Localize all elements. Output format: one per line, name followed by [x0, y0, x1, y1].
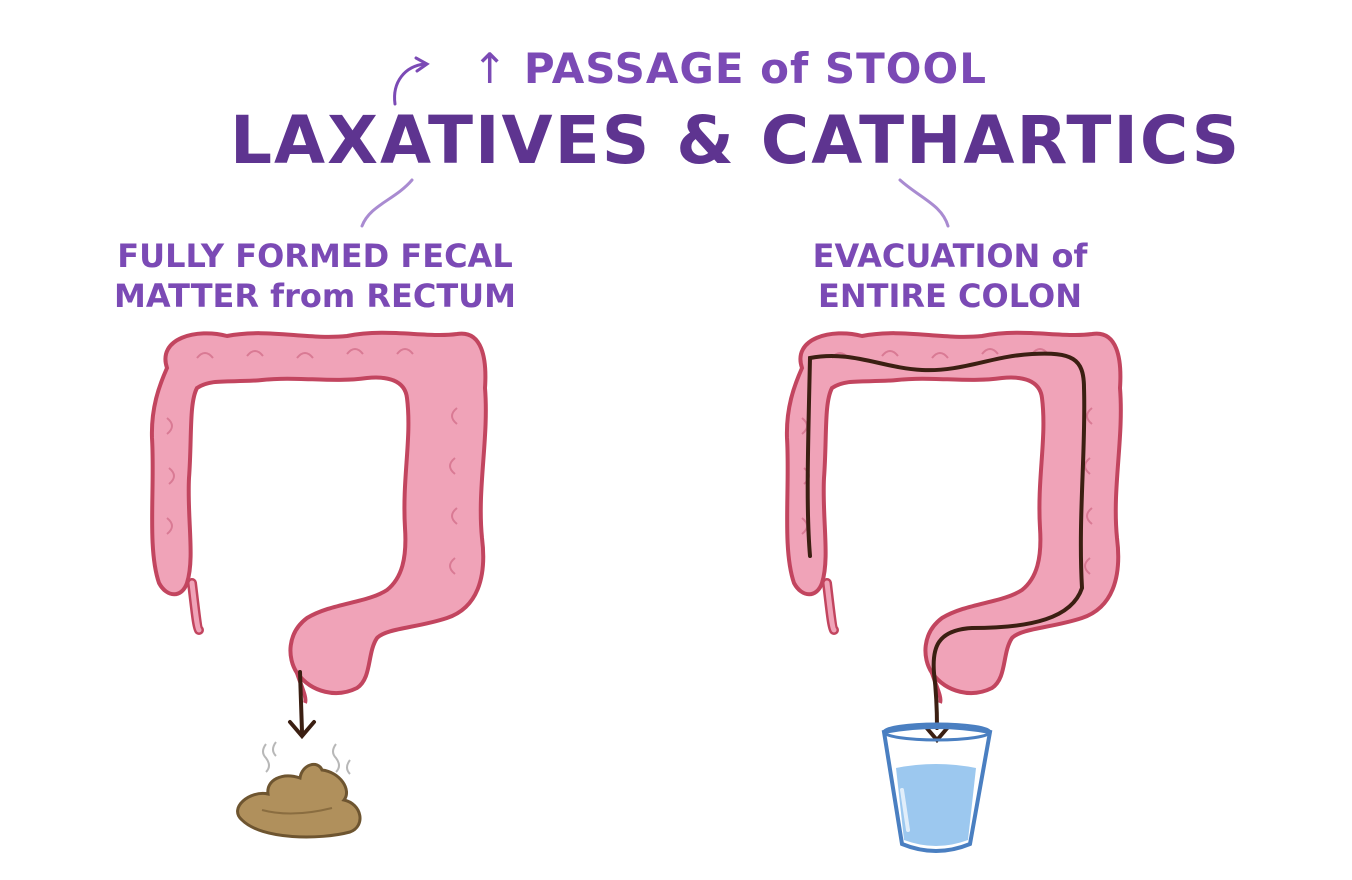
right-label-line2: ENTIRE COLON — [818, 277, 1082, 315]
connector-line-left — [360, 178, 414, 228]
connector-line-right — [898, 178, 950, 228]
stool-icon — [236, 741, 362, 839]
evacuation-path — [805, 351, 1087, 730]
left-label: FULLY FORMED FECAL MATTER from RECTUM — [110, 236, 520, 316]
left-label-line1: FULLY FORMED FECAL — [117, 237, 513, 275]
colon-right-illustration — [784, 330, 1123, 730]
right-label-line1: EVACUATION of — [812, 237, 1088, 275]
right-label: EVACUATION of ENTIRE COLON — [790, 236, 1110, 316]
down-arrow-icon — [288, 670, 316, 740]
left-label-line2: MATTER from RECTUM — [114, 277, 516, 315]
curved-arrow-icon — [393, 56, 430, 106]
up-arrow-icon: ↑ — [472, 44, 509, 93]
water-glass-icon — [881, 722, 993, 853]
subtitle-text: PASSAGE of STOOL — [523, 44, 987, 93]
subtitle: ↑ PASSAGE of STOOL — [472, 44, 987, 93]
page-title: LAXATIVES & CATHARTICS — [230, 102, 1242, 179]
colon-left-illustration — [149, 330, 488, 704]
